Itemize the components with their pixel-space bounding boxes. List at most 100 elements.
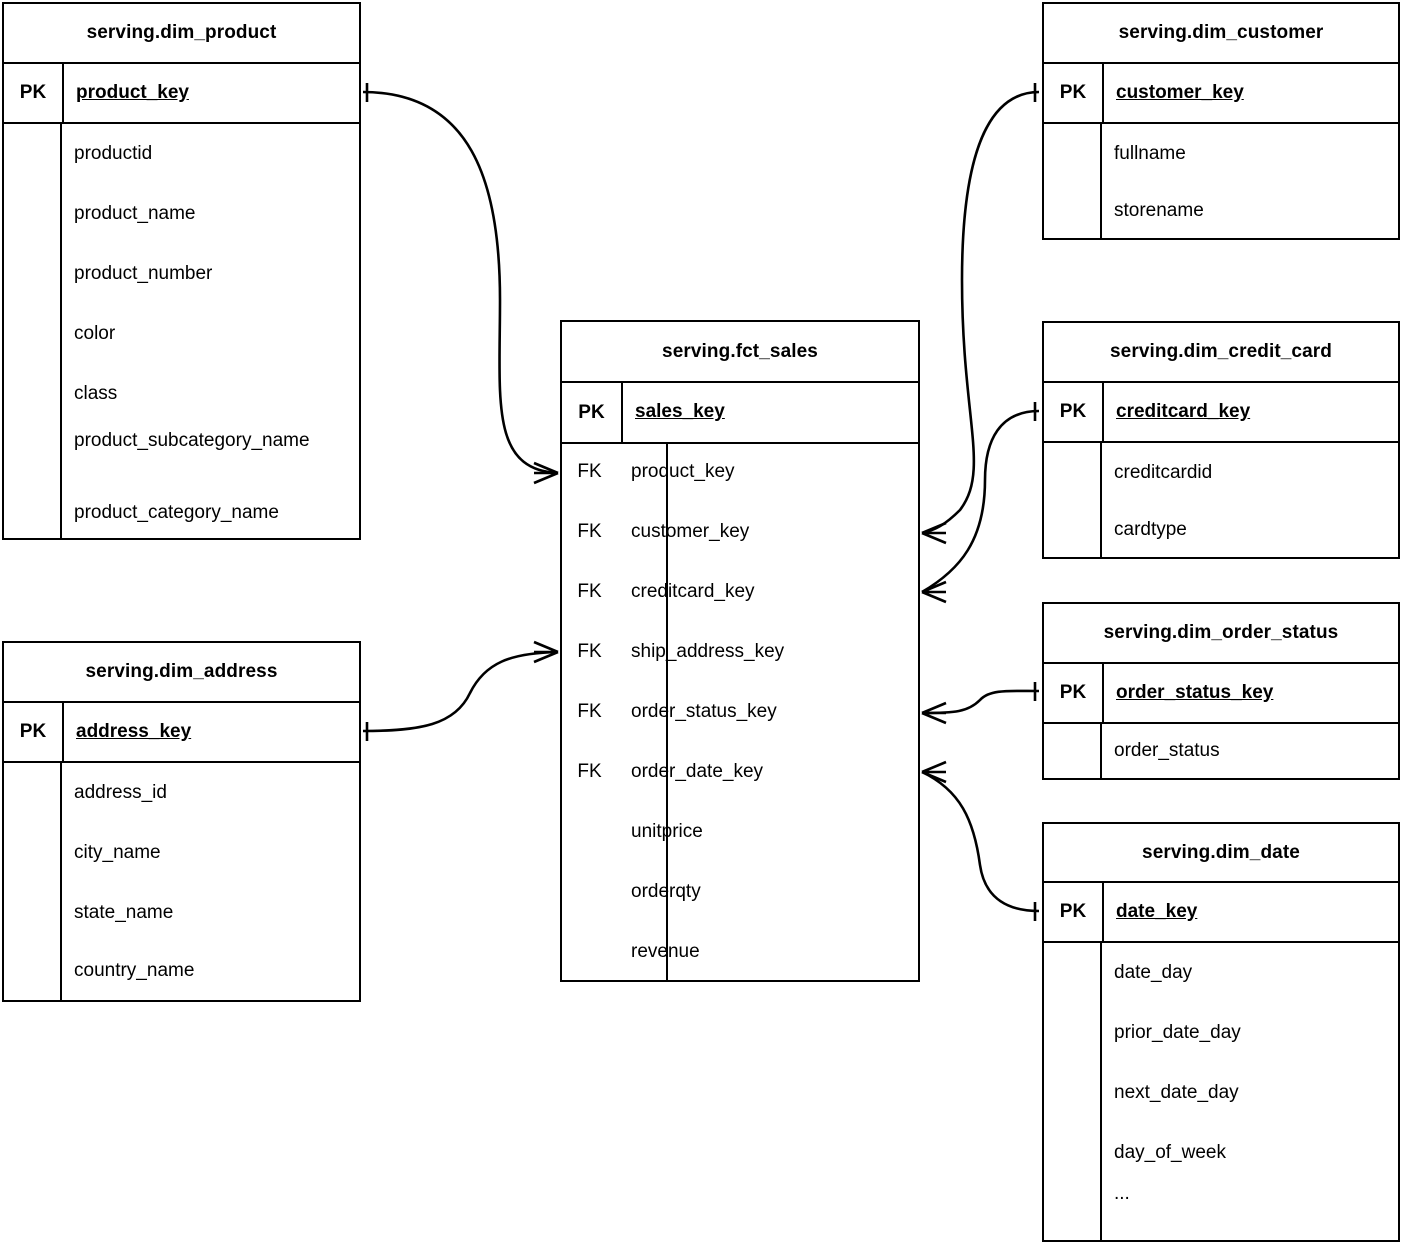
attribute-list: date_day prior_date_day next_date_day da… <box>1102 943 1398 1240</box>
pk-tag: PK <box>4 64 64 122</box>
entity-dim-order-status[interactable]: serving.dim_order_status PK order_status… <box>1042 602 1400 780</box>
pk-row-dim-product[interactable]: PK product_key <box>4 64 359 124</box>
entity-title-dim-date: serving.dim_date <box>1044 824 1398 883</box>
entity-dim-address[interactable]: serving.dim_address PK address_key addre… <box>2 641 361 1002</box>
fk-field-row: creditcard_key <box>631 580 755 602</box>
crowfoot-product <box>533 461 559 485</box>
relationship-date-to-sales <box>921 760 1040 921</box>
attribute-row: product_name <box>74 202 196 224</box>
crowfoot-date <box>921 760 947 784</box>
attribute-row: prior_date_day <box>1114 1021 1241 1043</box>
pk-field-name: order_status_key <box>1116 681 1274 703</box>
fct-sales-field-rows: FK FK FK FK FK FK product_key customer_k… <box>560 442 920 982</box>
relationship-creditcard-to-sales <box>921 402 1040 604</box>
attribute-row: next_date_day <box>1114 1081 1239 1103</box>
fk-tag: FK <box>577 701 602 722</box>
attribute-gutter <box>1044 943 1102 1240</box>
attribute-gutter <box>4 763 62 1000</box>
fk-tag: FK <box>577 641 602 662</box>
pk-row-dim-order-status[interactable]: PK order_status_key <box>1044 664 1398 724</box>
attribute-block-dim-customer: fullname storename <box>1044 124 1398 238</box>
crowfoot-address <box>533 640 559 664</box>
fk-field-row: order_status_key <box>631 700 777 722</box>
entity-dim-product[interactable]: serving.dim_product PK product_key produ… <box>2 2 361 540</box>
fk-tag-column: FK FK FK FK FK FK <box>560 442 619 982</box>
entity-title-dim-address: serving.dim_address <box>4 643 359 703</box>
fk-tag: FK <box>577 461 602 482</box>
pk-row-fct-sales[interactable]: PK sales_key <box>562 383 918 444</box>
pk-row-dim-customer[interactable]: PK customer_key <box>1044 64 1398 124</box>
pk-row-dim-credit-card[interactable]: PK creditcard_key <box>1044 383 1398 443</box>
fk-field-row: product_key <box>631 460 735 482</box>
pk-field-name: sales_key <box>635 401 725 423</box>
fk-field-row: customer_key <box>631 520 750 542</box>
fk-tag: FK <box>577 521 602 542</box>
pk-field-name: address_key <box>76 720 192 742</box>
attribute-row: state_name <box>74 901 174 923</box>
pk-field-name: customer_key <box>1116 81 1244 103</box>
entity-dim-credit-card[interactable]: serving.dim_credit_card PK creditcard_ke… <box>1042 321 1400 559</box>
pk-row-dim-date[interactable]: PK date_key <box>1044 883 1398 943</box>
attribute-row: class <box>74 382 118 404</box>
attribute-gutter <box>4 124 62 538</box>
attribute-block-dim-address: address_id city_name state_name country_… <box>4 763 359 1000</box>
pk-tag: PK <box>562 383 623 442</box>
relationship-orderstatus-to-sales <box>921 682 1040 725</box>
crowfoot-customer <box>921 521 947 545</box>
attribute-row: day_of_week <box>1114 1141 1226 1163</box>
attribute-row: creditcardid <box>1114 461 1213 483</box>
relationship-product-to-sales <box>362 83 559 485</box>
entity-title-dim-order-status: serving.dim_order_status <box>1044 604 1398 664</box>
fk-tag: FK <box>577 581 602 602</box>
measure-field-row: orderqty <box>631 880 701 902</box>
attribute-gutter <box>1044 443 1102 557</box>
pk-row-dim-address[interactable]: PK address_key <box>4 703 359 763</box>
fk-field-row: order_date_key <box>631 760 764 782</box>
measure-field-row: unitprice <box>631 820 703 842</box>
attribute-row: order_status <box>1114 739 1220 761</box>
pk-tag: PK <box>1044 64 1104 122</box>
pk-tag: PK <box>1044 664 1104 722</box>
crowfoot-orderstatus <box>921 701 947 725</box>
measure-field-row: revenue <box>631 940 700 962</box>
attribute-row: storename <box>1114 199 1204 221</box>
entity-dim-customer[interactable]: serving.dim_customer PK customer_key ful… <box>1042 2 1400 240</box>
attribute-list: creditcardid cardtype <box>1102 443 1398 557</box>
fk-tag-gutter: product_key <box>562 444 668 980</box>
attribute-list: order_status <box>1102 724 1398 778</box>
attribute-list: fullname storename <box>1102 124 1398 238</box>
attribute-block-dim-credit-card: creditcardid cardtype <box>1044 443 1398 557</box>
pk-tag: PK <box>1044 383 1104 441</box>
pk-field-name: date_key <box>1116 900 1198 922</box>
attribute-row: product_subcategory_name <box>74 430 310 451</box>
entity-dim-date[interactable]: serving.dim_date PK date_key date_day pr… <box>1042 822 1400 1242</box>
attribute-row: fullname <box>1114 142 1186 164</box>
attribute-block-dim-date: date_day prior_date_day next_date_day da… <box>1044 943 1398 1240</box>
pk-field-name: product_key <box>76 81 189 103</box>
attribute-row: city_name <box>74 841 161 863</box>
entity-title-dim-product: serving.dim_product <box>4 4 359 64</box>
fk-field-row: ship_address_key <box>631 640 785 662</box>
attribute-row: productid <box>74 142 153 164</box>
attribute-row: address_id <box>74 781 167 803</box>
pk-tag: PK <box>4 703 64 761</box>
pk-field-name: creditcard_key <box>1116 400 1251 422</box>
attribute-gutter <box>1044 724 1102 778</box>
attribute-list: address_id city_name state_name country_… <box>62 763 359 1000</box>
entity-fct-sales[interactable]: serving.fct_sales PK sales_key product_k… <box>560 320 920 982</box>
attribute-block-dim-order-status: order_status <box>1044 724 1398 778</box>
attribute-row: date_day <box>1114 961 1193 983</box>
attribute-block-fct-sales: product_key <box>562 444 918 980</box>
fk-tag: FK <box>577 761 602 782</box>
entity-title-fct-sales: serving.fct_sales <box>562 322 918 383</box>
attribute-gutter <box>1044 124 1102 238</box>
attribute-block-dim-product: productid product_name product_number co… <box>4 124 359 538</box>
entity-title-dim-customer: serving.dim_customer <box>1044 4 1398 64</box>
pk-tag: PK <box>1044 883 1104 941</box>
attribute-row: color <box>74 322 116 344</box>
attribute-row: ... <box>1114 1183 1130 1204</box>
fct-field-name-column: product_key customer_key creditcard_key … <box>619 442 920 982</box>
attribute-row: cardtype <box>1114 518 1187 540</box>
relationship-customer-to-sales <box>921 83 1040 545</box>
